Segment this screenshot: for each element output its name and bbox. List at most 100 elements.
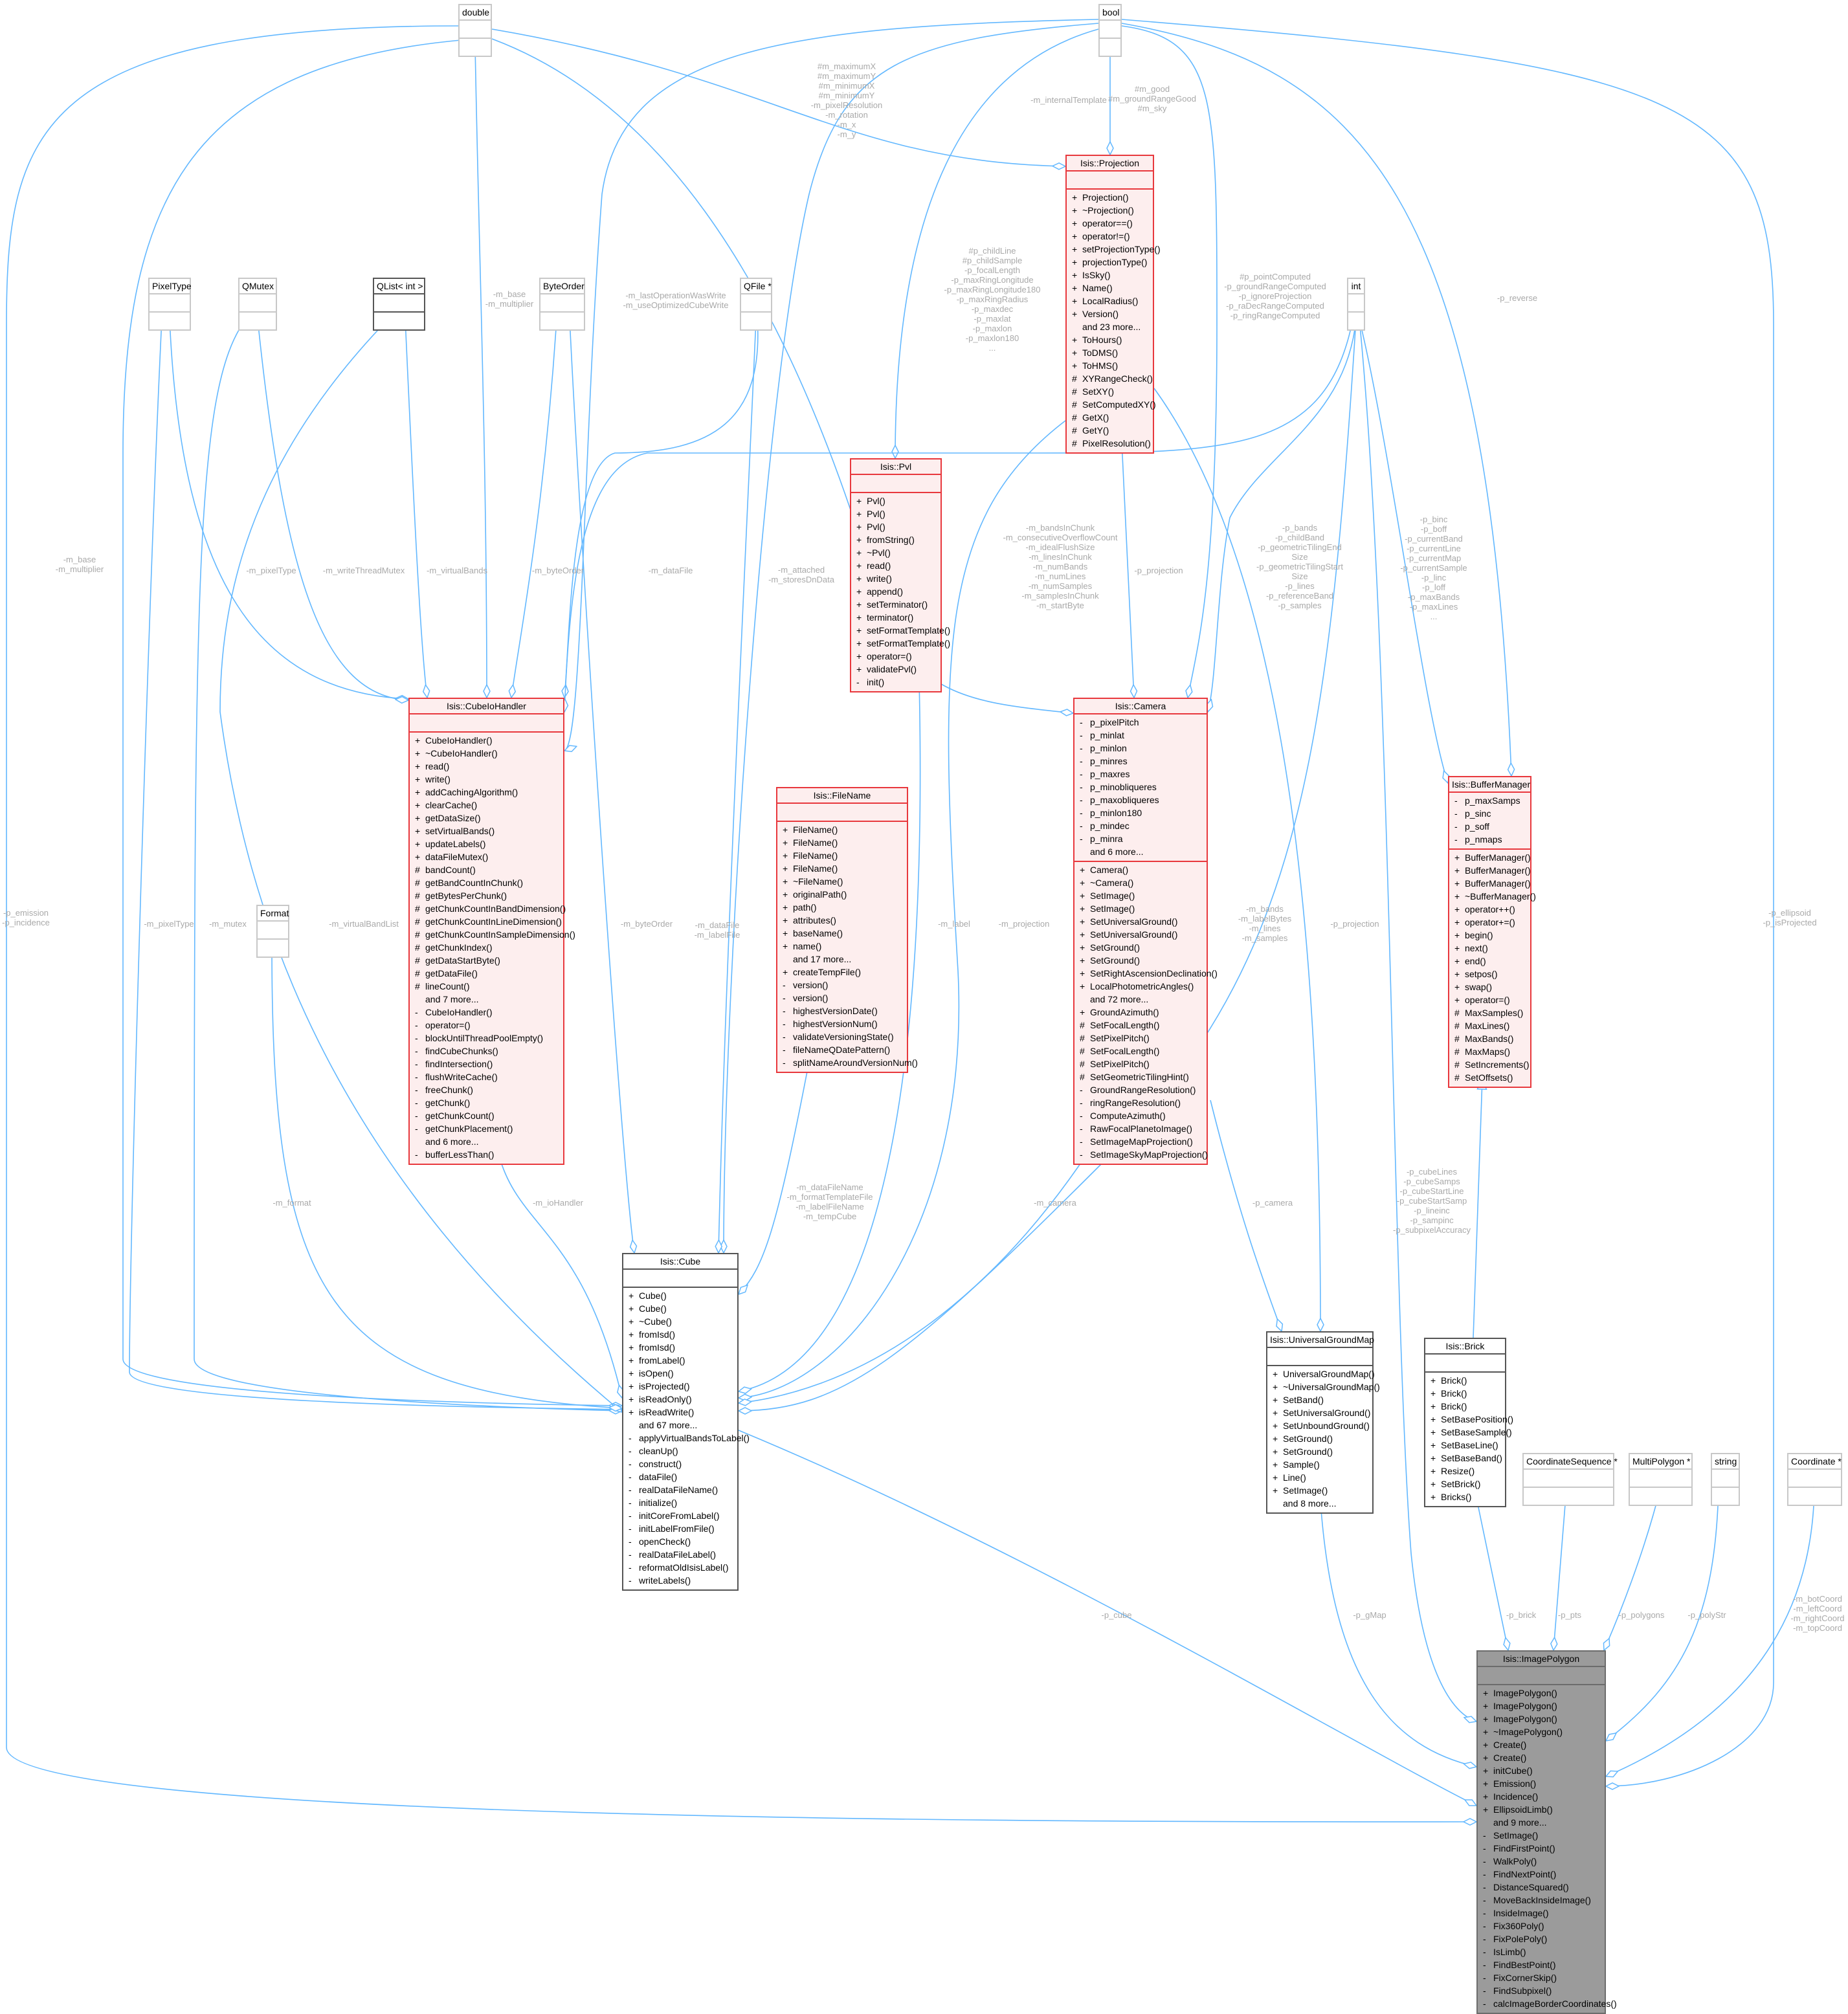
method-item[interactable]: -FindFirstPoint()	[1478, 1842, 1605, 1855]
class-title[interactable]: bool	[1100, 5, 1120, 21]
method-item[interactable]: -SetImageMapProjection()	[1074, 1135, 1207, 1148]
method-item[interactable]: +isOpen()	[623, 1367, 737, 1380]
method-item[interactable]: +Projection()	[1067, 191, 1153, 204]
method-item[interactable]: #SetPixelPitch()	[1074, 1057, 1207, 1070]
class-title[interactable]: QFile *	[741, 279, 772, 294]
class-byteorder[interactable]: ByteOrder	[539, 278, 585, 331]
method-item[interactable]: -operator=()	[410, 1019, 563, 1032]
method-item[interactable]: -version()	[777, 979, 907, 991]
class-filename[interactable]: Isis::FileName+FileName()+FileName()+Fil…	[776, 787, 918, 1073]
method-item[interactable]: +~Cube()	[623, 1315, 737, 1328]
method-item[interactable]: +ImagePolygon()	[1478, 1687, 1605, 1699]
attribute-item[interactable]: -p_sinc	[1449, 807, 1530, 820]
method-item[interactable]: #getDataStartByte()	[410, 954, 563, 967]
method-item[interactable]: +LocalRadius()	[1067, 294, 1153, 307]
method-item[interactable]: #getChunkCountInSampleDimension()	[410, 928, 575, 941]
method-item[interactable]: +Cube()	[623, 1289, 737, 1302]
method-item[interactable]: +read()	[410, 760, 563, 773]
method-item[interactable]: -getChunk()	[410, 1096, 563, 1109]
method-item[interactable]: +SetUniversalGround()	[1074, 928, 1207, 941]
method-item[interactable]: +Bricks()	[1425, 1490, 1505, 1503]
method-item[interactable]: +fromString()	[851, 533, 941, 546]
method-item[interactable]: -FixPolePoly()	[1478, 1932, 1605, 1945]
method-item[interactable]: +~Camera()	[1074, 876, 1207, 889]
method-item[interactable]: -validateVersioningState()	[777, 1030, 907, 1043]
class-title[interactable]: string	[1712, 1454, 1739, 1470]
method-item[interactable]: +fromLabel()	[623, 1354, 737, 1367]
method-item[interactable]: +~BufferManager()	[1449, 890, 1536, 903]
method-item[interactable]: -ComputeAzimuth()	[1074, 1109, 1207, 1122]
method-item[interactable]: #GetX()	[1067, 411, 1153, 424]
method-item[interactable]: -ringRangeResolution()	[1074, 1096, 1207, 1109]
method-item[interactable]: +ToHMS()	[1067, 359, 1153, 372]
class-title[interactable]: int	[1348, 279, 1364, 294]
method-item[interactable]: +operator+=()	[1449, 916, 1530, 929]
method-item[interactable]: and 7 more...	[410, 993, 563, 1006]
class-multipolygon[interactable]: MultiPolygon *	[1629, 1453, 1693, 1506]
class-title[interactable]: Isis::FileName	[777, 788, 907, 804]
method-item[interactable]: and 8 more...	[1267, 1497, 1372, 1510]
method-item[interactable]: +addCachingAlgorithm()	[410, 786, 563, 799]
method-item[interactable]: +~FileName()	[777, 875, 907, 888]
method-item[interactable]: +Brick()	[1425, 1387, 1505, 1400]
method-item[interactable]: -FindNextPoint()	[1478, 1868, 1605, 1881]
method-item[interactable]: #SetIncrements()	[1449, 1058, 1530, 1071]
method-item[interactable]: +BufferManager()	[1449, 864, 1531, 877]
method-item[interactable]: +Sample()	[1267, 1458, 1372, 1471]
class-title[interactable]: Isis::Pvl	[851, 459, 941, 475]
method-item[interactable]: #SetXY()	[1067, 385, 1153, 398]
method-item[interactable]: +BufferManager()	[1449, 851, 1531, 864]
method-item[interactable]: +ToDMS()	[1067, 346, 1153, 359]
method-item[interactable]: +LocalPhotometricAngles()	[1074, 980, 1207, 993]
method-item[interactable]: +UniversalGroundMap()	[1267, 1367, 1375, 1380]
method-item[interactable]: +fromIsd()	[623, 1328, 737, 1341]
method-item[interactable]: +swap()	[1449, 980, 1530, 993]
method-item[interactable]: +SetUniversalGround()	[1267, 1406, 1372, 1419]
method-item[interactable]: +CubeIoHandler()	[410, 734, 563, 747]
method-item[interactable]: +setFormatTemplate()	[851, 624, 950, 637]
method-item[interactable]: #SetFocalLength()	[1074, 1019, 1207, 1032]
method-item[interactable]: +ImagePolygon()	[1478, 1699, 1605, 1712]
method-item[interactable]: +Emission()	[1478, 1777, 1605, 1790]
method-item[interactable]: +Name()	[1067, 282, 1153, 294]
method-item[interactable]: +~Projection()	[1067, 204, 1153, 217]
method-item[interactable]: +SetBaseBand()	[1425, 1452, 1505, 1465]
method-item[interactable]: -FindSubpixel()	[1478, 1984, 1605, 1997]
attribute-item[interactable]: -p_soff	[1449, 820, 1530, 833]
class-title[interactable]: Isis::CubeIoHandler	[410, 699, 563, 714]
method-item[interactable]: -Fix360Poly()	[1478, 1920, 1605, 1932]
method-item[interactable]: #MaxMaps()	[1449, 1045, 1530, 1058]
class-title[interactable]: Isis::BufferManager	[1449, 777, 1530, 793]
method-item[interactable]: +SetUniversalGround()	[1074, 915, 1207, 928]
method-item[interactable]: -realDataFileName()	[623, 1483, 737, 1496]
method-item[interactable]: #getChunkCountInLineDimension()	[410, 915, 563, 928]
attribute-item[interactable]: -p_minobliqueres	[1074, 780, 1207, 793]
method-item[interactable]: +getDataSize()	[410, 812, 563, 824]
class-title[interactable]: Isis::Camera	[1074, 699, 1207, 714]
method-item[interactable]: +Incidence()	[1478, 1790, 1605, 1803]
method-item[interactable]: +SetBaseLine()	[1425, 1439, 1505, 1452]
method-item[interactable]: -GroundRangeResolution()	[1074, 1083, 1207, 1096]
method-item[interactable]: -fileNameQDatePattern()	[777, 1043, 907, 1056]
method-item[interactable]: -findIntersection()	[410, 1057, 563, 1070]
class-title[interactable]: ByteOrder	[540, 279, 584, 294]
attribute-item[interactable]: -p_maxres	[1074, 768, 1207, 780]
method-item[interactable]: +end()	[1449, 955, 1530, 968]
method-item[interactable]: #getChunkIndex()	[410, 941, 563, 954]
class-brick[interactable]: Isis::Brick+Brick()+Brick()+Brick()+SetB…	[1424, 1338, 1513, 1507]
method-item[interactable]: -MoveBackInsideImage()	[1478, 1894, 1605, 1907]
method-item[interactable]: +setpos()	[1449, 968, 1530, 980]
method-item[interactable]: #lineCount()	[410, 980, 563, 993]
method-item[interactable]: +GroundAzimuth()	[1074, 1006, 1207, 1019]
method-item[interactable]: +createTempFile()	[777, 966, 907, 979]
method-item[interactable]: #MaxLines()	[1449, 1019, 1530, 1032]
class-title[interactable]: CoordinateSequence *	[1524, 1454, 1618, 1470]
method-item[interactable]: +operator=()	[1449, 993, 1530, 1006]
method-item[interactable]: #SetFocalLength()	[1074, 1045, 1207, 1057]
method-item[interactable]: +path()	[777, 901, 907, 914]
method-item[interactable]: +operator=()	[851, 650, 941, 663]
method-item[interactable]: #MaxSamples()	[1449, 1006, 1530, 1019]
method-item[interactable]: +SetRightAscensionDeclination()	[1074, 967, 1218, 980]
method-item[interactable]: -SetImage()	[1478, 1829, 1605, 1842]
class-ugm[interactable]: Isis::UniversalGroundMap+UniversalGround…	[1266, 1331, 1380, 1514]
